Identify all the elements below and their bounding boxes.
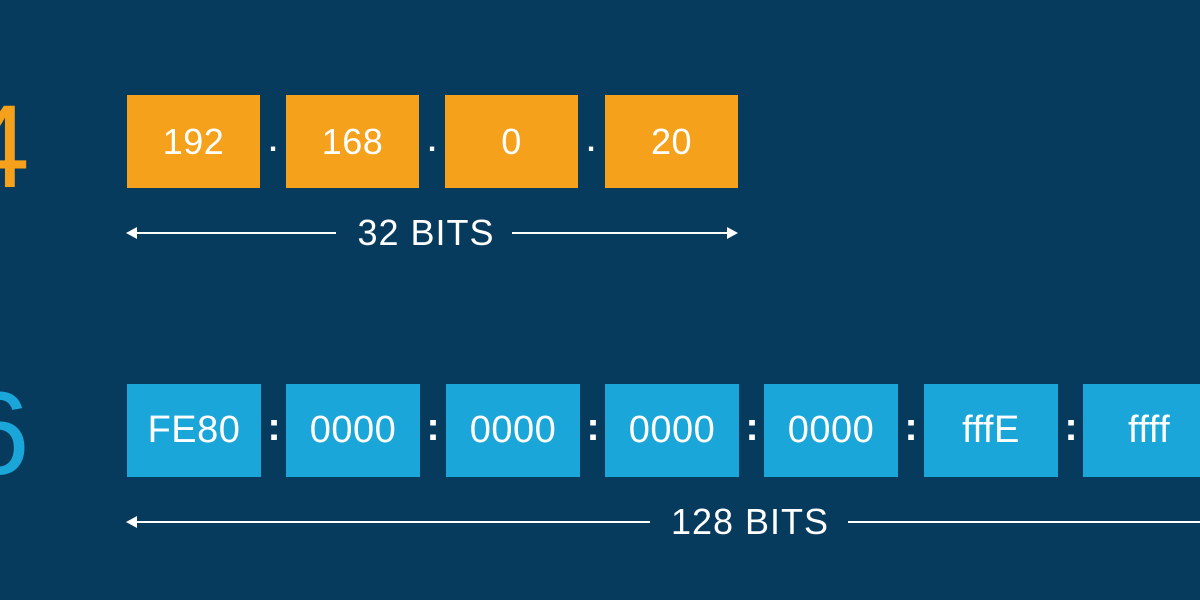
ipv4-octet-2: 168 bbox=[286, 95, 419, 188]
ipv4-arrow-right-head bbox=[727, 227, 738, 239]
ipv4-arrow-left-head bbox=[126, 227, 137, 239]
ipv6-separator-4: : bbox=[745, 405, 759, 449]
ipv6-bits-label: 128 BITS bbox=[670, 501, 830, 542]
ipv6-separator-1: : bbox=[267, 405, 281, 449]
ipv6-row-digit: 6 bbox=[0, 375, 30, 493]
ipv4-octet-4: 20 bbox=[605, 95, 738, 188]
ipv6-group-2: 0000 bbox=[286, 384, 420, 477]
ipv6-separator-6: : bbox=[1064, 405, 1078, 449]
ipv4-separator-3: . bbox=[586, 125, 596, 158]
ipv6-separator-5: : bbox=[904, 405, 918, 449]
ipv4-arrow-left-line bbox=[134, 232, 336, 234]
ipv4-bits-label: 32 BITS bbox=[357, 212, 495, 253]
ipv4-separator-1: . bbox=[268, 125, 278, 158]
ipv6-separator-2: : bbox=[426, 405, 440, 449]
ipv4-row-digit: 4 bbox=[0, 88, 30, 206]
ipv6-group-7: ffff bbox=[1083, 384, 1200, 477]
ipv4-octet-1: 192 bbox=[127, 95, 260, 188]
ipv6-arrow-right-line bbox=[848, 521, 1200, 523]
ipv6-group-5: 0000 bbox=[764, 384, 898, 477]
ipv6-separator-3: : bbox=[586, 405, 600, 449]
ipv6-group-1: FE80 bbox=[127, 384, 261, 477]
ipv6-group-3: 0000 bbox=[446, 384, 580, 477]
ipv6-arrow-left-head bbox=[126, 516, 137, 528]
ipv6-group-6: fffE bbox=[924, 384, 1058, 477]
ipv6-arrow-left-line bbox=[134, 521, 650, 523]
ipv4-octet-3: 0 bbox=[445, 95, 578, 188]
ipv4-arrow-right-line bbox=[512, 232, 730, 234]
ipv4-separator-2: . bbox=[427, 125, 437, 158]
ipv6-group-4: 0000 bbox=[605, 384, 739, 477]
